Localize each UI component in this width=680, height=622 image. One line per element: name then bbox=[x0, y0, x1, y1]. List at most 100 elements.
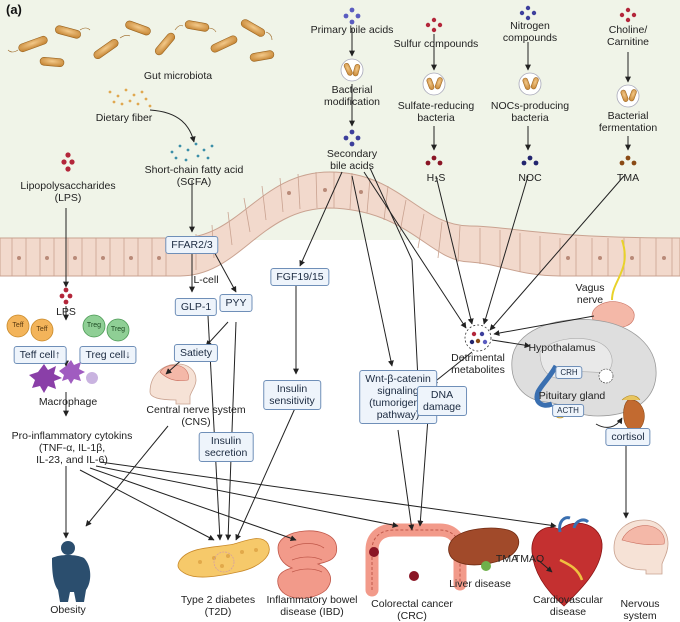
choline-molecule bbox=[619, 7, 637, 23]
detrimental-circle bbox=[464, 324, 492, 352]
treg-label-2: Treg bbox=[110, 326, 126, 333]
heart-vessels bbox=[558, 516, 590, 533]
primary-bile-molecule bbox=[343, 7, 361, 25]
teff-label-2: Teff bbox=[36, 326, 48, 333]
macrophage-cells bbox=[29, 360, 98, 393]
secondary-bile-molecule bbox=[343, 129, 361, 147]
treg-cell-box: Treg cell↓ bbox=[79, 346, 137, 364]
insulin-sensitivity-box: Insulin sensitivity bbox=[263, 380, 321, 410]
arrow-secondary-fgf bbox=[299, 171, 343, 267]
bacteria-flagella bbox=[7, 25, 273, 53]
arrow-tma-detr bbox=[489, 175, 625, 331]
arrow-cyt-ibd bbox=[89, 467, 297, 542]
tmao-label: TMAO bbox=[513, 553, 545, 565]
treg-cells bbox=[82, 314, 130, 342]
gut-lumen bbox=[0, 0, 680, 240]
bacterial-modification-label: Bacterial modification bbox=[323, 84, 381, 108]
pituitary-label: Pituitary gland bbox=[538, 390, 606, 402]
arrow-h2s-detr bbox=[435, 175, 474, 325]
cns-label: Central nerve system (CNS) bbox=[146, 404, 246, 428]
arrow-vagus-detr bbox=[493, 315, 595, 336]
teff-cells bbox=[6, 314, 54, 342]
pancreas-icon bbox=[177, 538, 270, 578]
arrow-cyt-cvd bbox=[99, 461, 557, 529]
vagus-nerve-label: Vagus nerve bbox=[575, 282, 605, 306]
cvd-label: Cardiovascular disease bbox=[532, 594, 604, 618]
epithelial-cells bbox=[11, 171, 673, 276]
h2s-label: H₂S bbox=[426, 172, 446, 184]
adrenal-cap bbox=[621, 395, 641, 401]
crc-tumor-2 bbox=[409, 571, 419, 581]
arrow-secondary-dna bbox=[369, 167, 421, 381]
islet-circle bbox=[213, 551, 235, 573]
sulfur-compounds-label: Sulfur compounds bbox=[393, 38, 479, 50]
arrow-insens-t2d bbox=[235, 405, 297, 541]
tma-top-label: TMA bbox=[616, 172, 640, 184]
pyy-box: PYY bbox=[219, 294, 253, 312]
noc-molecule bbox=[521, 155, 539, 166]
crc-colon-icon bbox=[365, 523, 467, 597]
lps-source-label: Lipopolysaccharides (LPS) bbox=[20, 180, 116, 204]
dna-damage-box: DNA damage bbox=[417, 386, 467, 416]
nitrogen-compounds-label: Nitrogen compounds bbox=[502, 20, 558, 44]
crh-box: CRH bbox=[555, 366, 583, 379]
adrenal-kidney bbox=[623, 399, 645, 432]
arrow-wnt-crc bbox=[397, 429, 415, 531]
ibd-intestine-coils bbox=[289, 543, 325, 573]
primary-bile-label: Primary bile acids bbox=[310, 24, 394, 36]
arrow-secondary-wnt bbox=[351, 175, 394, 367]
ibd-intestine-icon bbox=[277, 530, 338, 599]
tma-molecule bbox=[619, 155, 637, 166]
arrow-cyt-t2d bbox=[79, 469, 215, 541]
detrimental-metabolites-label: Detrimental metabolites bbox=[451, 352, 505, 376]
arrow-acth-kidney bbox=[595, 417, 623, 428]
nocs-bacteria-label: NOCs-producing bacteria bbox=[490, 100, 570, 124]
secondary-bile-label: Secondary bile acids bbox=[326, 148, 378, 172]
nsd-brain bbox=[621, 525, 665, 546]
bacteria-rods bbox=[343, 62, 637, 102]
ibd-label: Inflammatory bowel disease (IBD) bbox=[266, 594, 358, 618]
lps-molecule bbox=[61, 152, 75, 172]
cortisol-box: cortisol bbox=[605, 428, 651, 446]
lps-blood-molecule bbox=[59, 287, 73, 305]
sulfur-molecule bbox=[425, 17, 443, 33]
scfa-dots bbox=[170, 142, 214, 162]
liver-icon bbox=[448, 527, 520, 566]
noc-label: NOC bbox=[518, 172, 542, 184]
liver-disease-label: Liver disease bbox=[449, 578, 511, 590]
glp1-box: GLP-1 bbox=[174, 298, 218, 316]
arrow-ffar-pyy bbox=[211, 247, 237, 293]
arrow-dna-crc bbox=[417, 417, 429, 527]
arrow-tmao-cvd bbox=[537, 559, 553, 573]
tma-label-liver: TMA bbox=[495, 553, 519, 565]
treg-label-1: Treg bbox=[86, 322, 102, 329]
nitrogen-molecule bbox=[519, 5, 537, 21]
acth-box: ACTH bbox=[552, 404, 584, 417]
fgf-box: FGF19/15 bbox=[270, 268, 330, 286]
sulfate-reducing-bacteria-label: Sulfate-reducing bacteria bbox=[397, 100, 475, 124]
gut-microbiota-label: Gut microbiota bbox=[143, 70, 213, 82]
panel-label: (a) bbox=[6, 2, 22, 17]
teff-cell-box: Teff cell↑ bbox=[13, 346, 67, 364]
crc-label: Colorectal cancer (CRC) bbox=[371, 598, 453, 622]
choline-carnitine-label: Choline/ Carnitine bbox=[606, 24, 650, 48]
obesity-figure bbox=[52, 541, 91, 602]
teff-label-1: Teff bbox=[12, 322, 24, 329]
gallbladder bbox=[481, 561, 491, 571]
lcell-label: L-cell bbox=[193, 274, 219, 286]
arrow-pyy-t2d bbox=[225, 321, 237, 541]
heart-plaque bbox=[559, 558, 584, 581]
arrow-cyt-crc bbox=[95, 465, 399, 528]
pancreas-texture bbox=[198, 548, 258, 568]
bacteria-cluster bbox=[18, 19, 275, 67]
obesity-label: Obesity bbox=[50, 604, 86, 616]
dietary-fiber-label: Dietary fiber bbox=[95, 112, 153, 124]
detrimental-molecules bbox=[469, 331, 488, 345]
insulin-secretion-box: Insulin secretion bbox=[198, 432, 254, 462]
arrow-fiber-scfa bbox=[149, 109, 196, 143]
cell-nuclei bbox=[17, 188, 666, 260]
cytokines-label: Pro-inflammatory cytokins (TNF-α, IL-1β,… bbox=[11, 430, 133, 466]
crc-tumor bbox=[369, 547, 379, 557]
